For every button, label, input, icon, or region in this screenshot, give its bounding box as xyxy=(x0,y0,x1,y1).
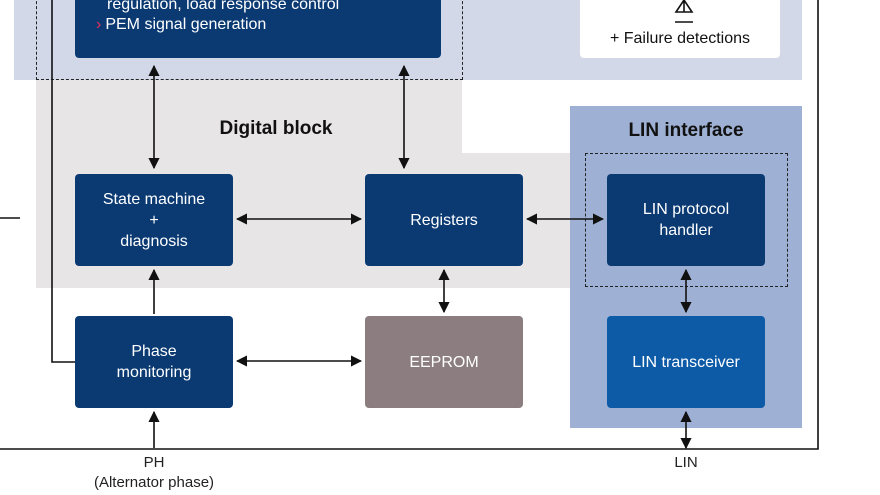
registers-block: Registers xyxy=(365,174,523,266)
pem-signal-label: PEM signal generation xyxy=(105,16,267,33)
lin-transceiver-label: LIN transceiver xyxy=(632,353,740,371)
digital-block-title: Digital block xyxy=(219,118,333,139)
registers-label: Registers xyxy=(410,211,478,229)
phase-feedback-line xyxy=(51,0,75,363)
chip-outline xyxy=(0,0,819,450)
ph-pin-description: (Alternator phase) xyxy=(93,474,215,491)
lin-protocol-handler-block: LIN protocol handler xyxy=(607,174,765,266)
phase-label: Phase xyxy=(131,343,177,360)
control-logic-box xyxy=(75,0,441,58)
eeprom-label: EEPROM xyxy=(409,353,479,371)
lin-pin-label: LIN xyxy=(674,454,698,471)
diagnosis-label: diagnosis xyxy=(120,232,188,250)
lin-transceiver-block: LIN transceiver xyxy=(607,316,765,408)
lin-protocol-label: LIN protocol xyxy=(642,201,730,218)
lin-interface-title: LIN interface xyxy=(628,120,744,141)
eeprom-block: EEPROM xyxy=(365,316,523,408)
control-logic-line1: regulation, load response control xyxy=(107,0,340,13)
phase-monitoring-block: Phase monitoring xyxy=(75,316,233,408)
handler-label: handler xyxy=(659,222,713,239)
failure-detection-label: + Failure detections xyxy=(609,30,751,47)
state-machine-block: State machine + diagnosis xyxy=(75,174,233,266)
monitoring-label: monitoring xyxy=(116,364,192,381)
failure-detection-box xyxy=(580,0,780,58)
chevron-icon: › xyxy=(96,16,102,33)
ph-pin-name: PH xyxy=(143,454,165,471)
state-machine-plus: + xyxy=(149,211,159,229)
control-dashed-group xyxy=(36,0,463,80)
ground-symbol-icon xyxy=(674,0,694,23)
control-logic-bullet-item: ›PEM signal generation xyxy=(96,15,266,35)
state-machine-label: State machine xyxy=(102,190,206,208)
ph-pin-label: PH (Alternator phase) xyxy=(54,453,254,493)
